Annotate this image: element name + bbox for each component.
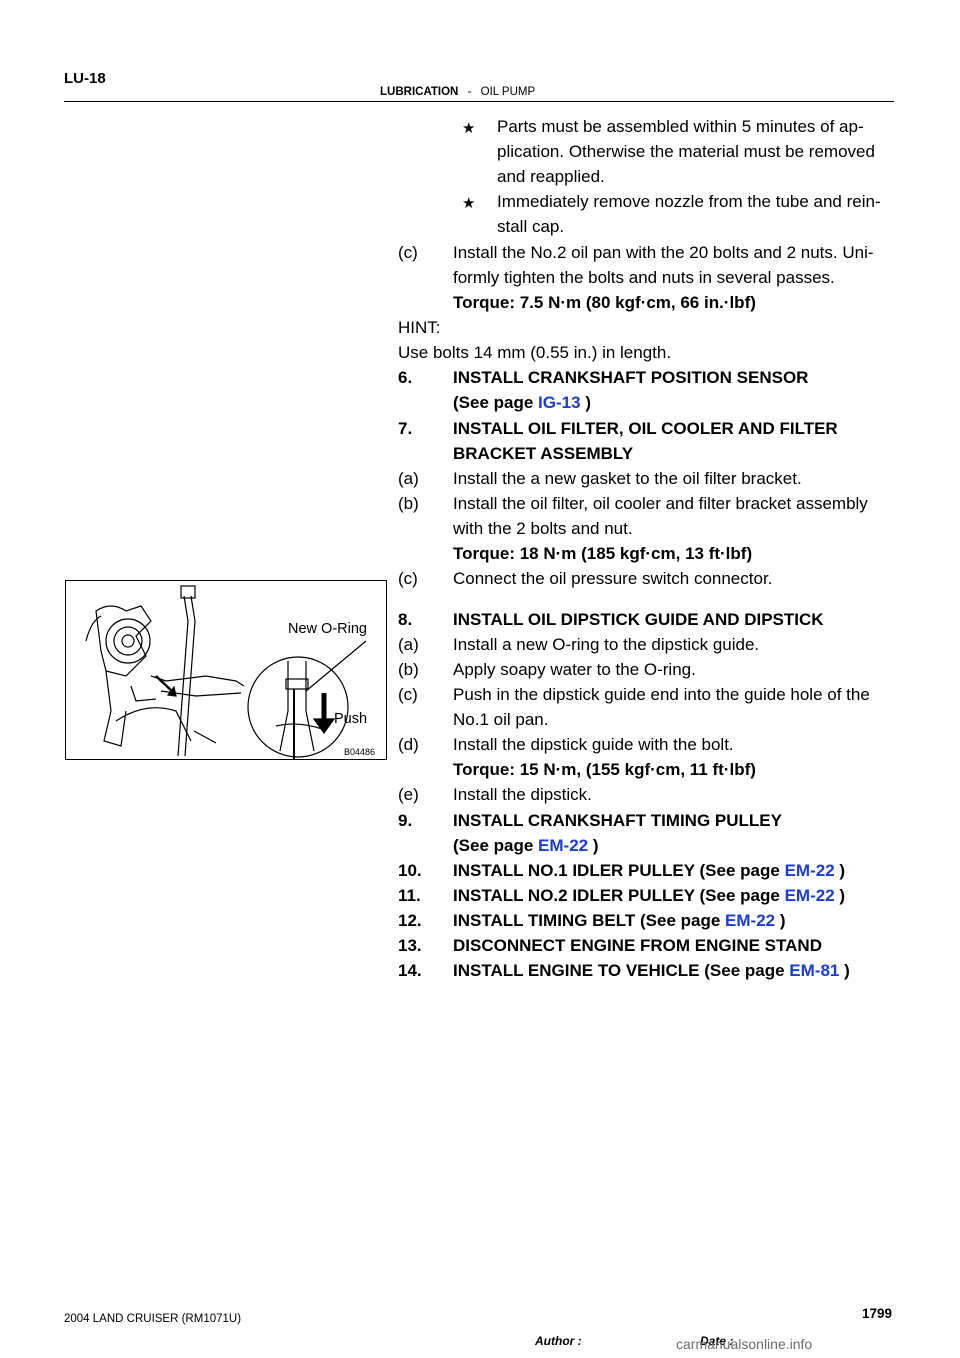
step-7a-text: Install the a new gasket to the oil filt… <box>453 469 802 488</box>
ref-link-em22[interactable]: EM-22 <box>725 911 776 930</box>
see-page-suffix: ) <box>839 861 846 880</box>
note-1-line-1: Parts must be assembled within 5 minutes… <box>497 117 864 136</box>
step-6-num: 6. <box>398 368 413 387</box>
step-7a-num: (a) <box>398 469 419 488</box>
step-c-pan-line-2: formly tighten the bolts and nuts in sev… <box>453 268 835 287</box>
section-title-sub: OIL PUMP <box>480 86 536 98</box>
watermark: carmanualsonline.info <box>676 1336 813 1352</box>
dipstick-illustration <box>85 585 367 759</box>
step-14-title: INSTALL ENGINE TO VEHICLE (See page EM-8… <box>453 960 895 982</box>
section-title-main: LUBRICATION <box>380 86 459 98</box>
step-14-text: INSTALL ENGINE TO VEHICLE (See page <box>453 961 785 980</box>
step-c-pan-num: (c) <box>398 243 418 262</box>
step-9-see: (See page EM-22 ) <box>453 835 895 857</box>
header-rule <box>64 101 894 102</box>
see-page-suffix: ) <box>592 836 599 855</box>
step-8b-text: Apply soapy water to the O-ring. <box>453 660 696 679</box>
step-12-title: INSTALL TIMING BELT (See page EM-22 ) <box>453 910 895 932</box>
step-7b-line-1: Install the oil filter, oil cooler and f… <box>453 494 868 513</box>
ref-link-em22[interactable]: EM-22 <box>784 886 835 905</box>
step-10-title: INSTALL NO.1 IDLER PULLEY (See page EM-2… <box>453 860 895 882</box>
step-13-num: 13. <box>398 936 422 955</box>
hint-text: Use bolts 14 mm (0.55 in.) in length. <box>398 343 672 362</box>
step-12-num: 12. <box>398 911 422 930</box>
page-number: 1799 <box>862 1306 893 1321</box>
step-12-text: INSTALL TIMING BELT (See page <box>453 911 721 930</box>
star-icon: ★ <box>462 120 476 137</box>
step-14-num: 14. <box>398 961 422 980</box>
torque-spec: Torque: 7.5 N·m (80 kgf·cm, 66 in.·lbf) <box>453 293 756 312</box>
note-2-line-2: stall cap. <box>497 217 565 236</box>
step-11-title: INSTALL NO.2 IDLER PULLEY (See page EM-2… <box>453 885 895 907</box>
step-6-see: (See page IG-13 ) <box>453 392 895 414</box>
step-7c-text: Connect the oil pressure switch connecto… <box>453 569 773 588</box>
step-7b-num: (b) <box>398 494 419 513</box>
see-page-suffix: ) <box>839 886 846 905</box>
see-page-suffix: ) <box>585 393 591 412</box>
ref-link-em22[interactable]: EM-22 <box>538 836 589 855</box>
see-page-prefix: (See page <box>453 393 534 412</box>
page-code: LU-18 <box>64 70 106 87</box>
label-new-oring: New O-Ring <box>288 621 367 637</box>
step-7-num: 7. <box>398 419 413 438</box>
step-8e-text: Install the dipstick. <box>453 785 592 804</box>
step-8b-num: (b) <box>398 660 419 679</box>
step-c-pan-line-1: Install the No.2 oil pan with the 20 bol… <box>453 243 874 262</box>
step-7c-num: (c) <box>398 569 418 588</box>
hint-label: HINT: <box>398 318 441 337</box>
step-8e-num: (e) <box>398 785 419 804</box>
section-title: LUBRICATION - OIL PUMP <box>380 86 535 98</box>
step-11-num: 11. <box>398 886 421 905</box>
step-13-title: DISCONNECT ENGINE FROM ENGINE STAND <box>453 936 822 955</box>
step-8-title: INSTALL OIL DIPSTICK GUIDE AND DIPSTICK <box>453 610 824 629</box>
step-7-title-line-2: BRACKET ASSEMBLY <box>453 444 634 463</box>
step-9-title: INSTALL CRANKSHAFT TIMING PULLEY <box>453 811 782 830</box>
ref-link-ig13[interactable]: IG-13 <box>538 393 581 412</box>
author-label: Author : <box>535 1334 582 1348</box>
step-8d-num: (d) <box>398 735 419 754</box>
note-1-line-2: plication. Otherwise the material must b… <box>497 142 875 161</box>
ref-link-em81[interactable]: EM-81 <box>789 961 840 980</box>
see-page-prefix: (See page <box>453 836 534 855</box>
date-label: Date : <box>700 1334 734 1348</box>
step-8c-num: (c) <box>398 685 418 704</box>
figure-id: B04486 <box>344 747 376 757</box>
torque-spec: Torque: 15 N·m, (155 kgf·cm, 11 ft·lbf) <box>453 760 756 779</box>
ref-link-em22[interactable]: EM-22 <box>784 861 835 880</box>
step-7b-line-2: with the 2 bolts and nut. <box>453 519 633 538</box>
see-page-suffix: ) <box>844 961 850 980</box>
step-8c-line-2: No.1 oil pan. <box>453 710 549 729</box>
dipstick-figure: New O-Ring Push B04486 <box>65 580 387 760</box>
section-title-sep: - <box>467 86 472 98</box>
step-9-num: 9. <box>398 811 413 830</box>
vehicle-model: 2004 LAND CRUISER (RM1071U) <box>64 1313 242 1325</box>
step-8a-text: Install a new O-ring to the dipstick gui… <box>453 635 760 654</box>
star-icon: ★ <box>462 195 476 212</box>
step-8c-line-1: Push in the dipstick guide end into the … <box>453 685 870 704</box>
step-10-text: INSTALL NO.1 IDLER PULLEY (See page <box>453 861 780 880</box>
note-1-line-3: and reapplied. <box>497 167 605 186</box>
step-11-text: INSTALL NO.2 IDLER PULLEY (See page <box>453 886 780 905</box>
torque-spec: Torque: 18 N·m (185 kgf·cm, 13 ft·lbf) <box>453 544 753 563</box>
step-6-title: INSTALL CRANKSHAFT POSITION SENSOR <box>453 368 809 387</box>
step-8-num: 8. <box>398 610 413 629</box>
step-7-title-line-1: INSTALL OIL FILTER, OIL COOLER AND FILTE… <box>453 419 838 438</box>
step-10-num: 10. <box>398 861 422 880</box>
step-8d-text: Install the dipstick guide with the bolt… <box>453 735 734 754</box>
label-push: Push <box>334 711 368 727</box>
step-8a-num: (a) <box>398 635 419 654</box>
see-page-suffix: ) <box>779 911 786 930</box>
note-2-line-1: Immediately remove nozzle from the tube … <box>497 192 881 211</box>
